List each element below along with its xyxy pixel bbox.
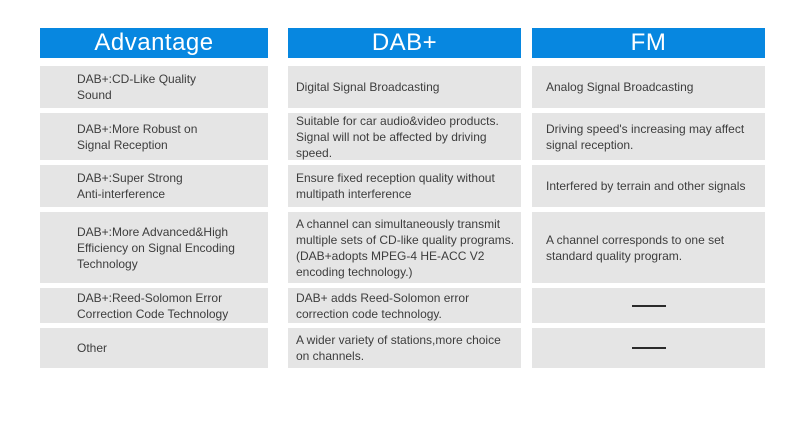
cell-advantage-row3: DAB+:Super Strong Anti-interference [40, 165, 268, 207]
cell-advantage-row5: DAB+:Reed-Solomon Error Correction Code … [40, 288, 268, 323]
column-header-advantage: Advantage [40, 28, 268, 58]
cell-advantage-row6: Other [40, 328, 268, 368]
cell-fm-row2: Driving speed's increasing may affect si… [532, 113, 765, 160]
dash-icon [631, 304, 666, 307]
column-header-fm: FM [532, 28, 765, 58]
cell-advantage-row1: DAB+:CD-Like Quality Sound [40, 66, 268, 108]
column-fm: FM Analog Signal Broadcasting Driving sp… [532, 28, 765, 373]
cell-fm-row3: Interfered by terrain and other signals [532, 165, 765, 207]
cell-dab-row6: A wider variety of stations,more choice … [288, 328, 521, 368]
column-dab-plus: DAB+ Digital Signal Broadcasting Suitabl… [288, 28, 521, 373]
cell-dab-row1: Digital Signal Broadcasting [288, 66, 521, 108]
cell-fm-row6 [532, 328, 765, 368]
cell-fm-row4: A channel corresponds to one set standar… [532, 212, 765, 283]
cell-dab-row4: A channel can simultaneously transmit mu… [288, 212, 521, 283]
comparison-table: Advantage DAB+:CD-Like Quality Sound DAB… [40, 28, 765, 373]
cell-advantage-row4: DAB+:More Advanced&High Efficiency on Si… [40, 212, 268, 283]
cell-dab-row5: DAB+ adds Reed-Solomon error correction … [288, 288, 521, 323]
column-header-dab-plus: DAB+ [288, 28, 521, 58]
cell-fm-row1: Analog Signal Broadcasting [532, 66, 765, 108]
column-advantage: Advantage DAB+:CD-Like Quality Sound DAB… [40, 28, 268, 373]
cell-dab-row2: Suitable for car audio&video products. S… [288, 113, 521, 160]
cell-advantage-row2: DAB+:More Robust on Signal Reception [40, 113, 268, 160]
cell-fm-row5 [532, 288, 765, 323]
dash-icon [631, 347, 666, 349]
cell-dab-row3: Ensure fixed reception quality without m… [288, 165, 521, 207]
